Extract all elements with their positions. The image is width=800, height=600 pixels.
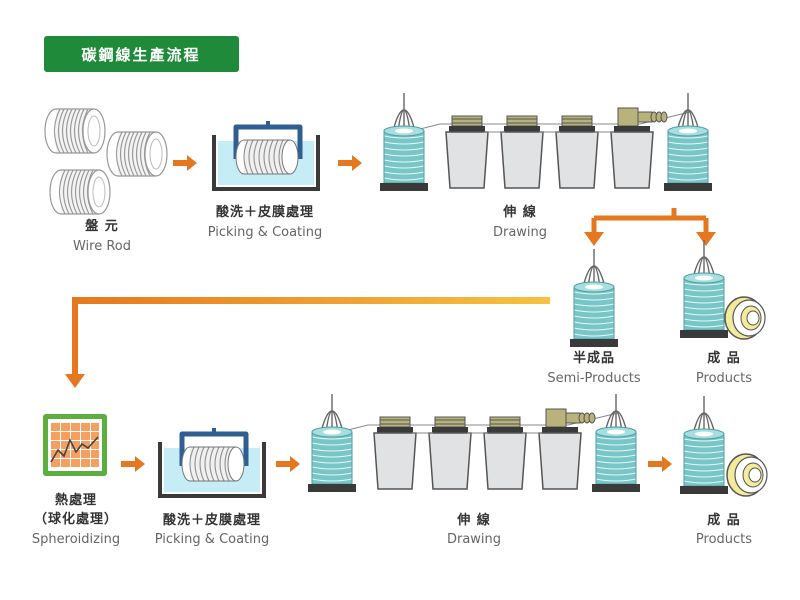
step-label-en: Picking & Coating: [155, 532, 270, 547]
step-label-products-1: 成 品 Products: [696, 350, 752, 386]
step-label-zh: 成 品: [707, 512, 741, 528]
step-label-wire-rod: 盤 元 Wire Rod: [73, 218, 131, 254]
step-label-zh: 酸洗＋皮膜處理: [216, 204, 314, 220]
step-label-zh: 伸 線: [456, 512, 491, 528]
arrow-right-icon: [648, 456, 672, 472]
drawing-machine-icon: [307, 393, 641, 493]
arrow-right-icon: [276, 456, 300, 472]
step-label-heat-treatment: 熱處理 （球化處理） Spheroidizing: [32, 492, 120, 547]
pickling-tank-icon: [214, 121, 318, 189]
step-label-en: Picking & Coating: [208, 225, 323, 240]
step-label-en: Drawing: [493, 225, 547, 240]
step-label-en: Products: [696, 532, 752, 547]
step-label-zh: 成 品: [707, 350, 741, 366]
step-label-drawing-2: 伸 線 Drawing: [447, 512, 501, 547]
step-label-zh: 半成品: [573, 350, 615, 366]
step-label-pickling-2: 酸洗＋皮膜處理 Picking & Coating: [155, 512, 270, 547]
step-label-products-2: 成 品 Products: [696, 512, 752, 547]
drawing-machine-icon: [379, 92, 713, 192]
coil-spool-icon: [569, 248, 619, 348]
step-label-en: Products: [696, 371, 752, 386]
step-label-en: Wire Rod: [73, 239, 131, 254]
finished-coil-icon: [679, 395, 768, 497]
step-label-pickling-1: 酸洗＋皮膜處理 Picking & Coating: [208, 204, 323, 240]
step-label-zh: 熱處理: [55, 492, 97, 508]
arrow-right-icon: [173, 155, 197, 171]
step-label-semi-products: 半成品 Semi-Products: [547, 350, 641, 386]
arrow-right-icon: [121, 456, 145, 472]
step-label-drawing-1: 伸 線 Drawing: [493, 204, 547, 240]
branch-arrows: [591, 208, 709, 236]
finished-coil-icon: [679, 239, 766, 340]
return-flow-line: [65, 297, 550, 388]
step-label-zh-sub: （球化處理）: [34, 511, 118, 527]
wire-rod-coils-icon: [44, 108, 168, 215]
step-label-zh: 酸洗＋皮膜處理: [163, 512, 261, 528]
step-label-en: Semi-Products: [547, 371, 641, 386]
pickling-tank-icon: [160, 428, 264, 496]
arrow-down-icon: [696, 232, 716, 246]
title-badge: 碳鋼線生產流程: [44, 36, 239, 72]
page-title: 碳鋼線生產流程: [81, 46, 200, 64]
step-label-zh: 伸 線: [502, 204, 537, 220]
arrow-down-icon: [584, 232, 604, 246]
step-label-en: Drawing: [447, 532, 501, 547]
heat-treatment-chart-icon: [43, 414, 107, 476]
arrow-right-icon: [338, 155, 362, 171]
step-label-zh: 盤 元: [84, 218, 119, 234]
step-label-en: Spheroidizing: [32, 532, 120, 547]
